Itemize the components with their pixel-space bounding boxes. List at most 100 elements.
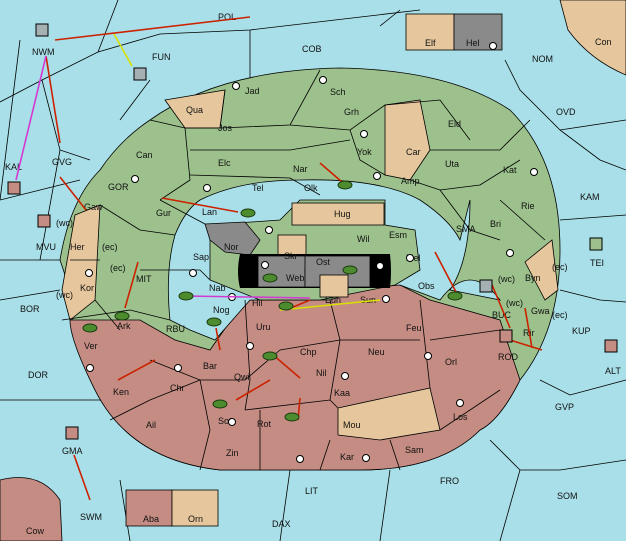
- label-nor: Nor: [224, 242, 239, 252]
- label-gwa-wc: (wc): [506, 298, 523, 308]
- army-nab[interactable]: [178, 291, 194, 301]
- label-kar: Kar: [340, 452, 354, 462]
- label-bar: Bar: [203, 361, 217, 371]
- label-alt: ALT: [605, 366, 621, 376]
- region-hug[interactable]: [291, 202, 385, 226]
- region-eun[interactable]: [319, 274, 349, 298]
- army-sot[interactable]: [212, 399, 228, 409]
- supply-center-grh: [360, 130, 368, 138]
- label-web: Web: [286, 273, 304, 283]
- label-eld: Eld: [448, 119, 461, 129]
- army-ver[interactable]: [82, 323, 98, 333]
- label-chr: Chr: [170, 383, 185, 393]
- label-gwa-ec: (ec): [552, 310, 568, 320]
- fleet-rod[interactable]: [499, 329, 513, 343]
- label-qua: Qua: [186, 105, 203, 115]
- army-chp[interactable]: [262, 351, 278, 361]
- supply-center-bri: [506, 249, 514, 257]
- fleet-mvu[interactable]: [37, 214, 51, 228]
- label-kor: Kor: [80, 283, 94, 293]
- label-kor-wc: (wc): [56, 290, 73, 300]
- supply-center-kor: [85, 269, 93, 277]
- label-ken: Ken: [113, 387, 129, 397]
- fleet-tei[interactable]: [589, 237, 603, 251]
- supply-center-hel: [489, 42, 497, 50]
- label-esm: Esm: [389, 230, 407, 240]
- label-kal: KAL: [5, 162, 22, 172]
- label-grh: Grh: [344, 107, 359, 117]
- label-los: Los: [453, 412, 468, 422]
- region-aba[interactable]: [125, 489, 173, 527]
- label-aba: Aba: [143, 514, 159, 524]
- label-pol: POL: [218, 12, 236, 22]
- label-bor: BOR: [20, 304, 40, 314]
- label-elc: Elc: [218, 158, 231, 168]
- label-her-ec: (ec): [102, 242, 118, 252]
- label-kaa: Kaa: [334, 388, 350, 398]
- fleet-buc[interactable]: [479, 279, 493, 293]
- supply-center-kat: [530, 168, 538, 176]
- label-sap: Sap: [193, 252, 209, 262]
- army-olk[interactable]: [337, 180, 353, 190]
- label-sot: Sot: [218, 416, 232, 426]
- convoy-orders: [15, 55, 311, 299]
- supply-center-chr: [174, 364, 182, 372]
- army-nog[interactable]: [206, 317, 222, 327]
- fleet-kal[interactable]: [7, 181, 21, 195]
- army-lan[interactable]: [240, 208, 256, 218]
- army-ost[interactable]: [342, 265, 358, 275]
- support-orders: [113, 33, 381, 311]
- supply-center-orl: [424, 352, 432, 360]
- label-uta: Uta: [445, 159, 459, 169]
- label-hil: Hil: [252, 298, 263, 308]
- region-byn[interactable]: [524, 239, 559, 301]
- label-chp: Chp: [300, 347, 317, 357]
- label-buc: BUC: [492, 310, 512, 320]
- label-gwa: Gwa: [531, 306, 550, 316]
- army-hil[interactable]: [278, 301, 294, 311]
- region-elf[interactable]: [405, 13, 455, 51]
- fleet-nwm[interactable]: [35, 23, 49, 37]
- label-con: Con: [595, 37, 612, 47]
- label-gaw: Gaw: [84, 202, 103, 212]
- units: [7, 23, 618, 440]
- region-mou[interactable]: [337, 387, 441, 441]
- supply-center-kar: [362, 454, 370, 462]
- label-lan: Lan: [202, 207, 217, 217]
- army-obs[interactable]: [447, 291, 463, 301]
- label-hug: Hug: [334, 209, 351, 219]
- supply-center-web: [261, 261, 269, 269]
- label-qwi: Qwi: [234, 372, 250, 382]
- label-rbu: RBU: [166, 324, 185, 334]
- army-web[interactable]: [262, 273, 278, 283]
- fleet-alt[interactable]: [604, 339, 618, 353]
- supply-center-los: [456, 399, 464, 407]
- label-ost: Ost: [316, 257, 331, 267]
- supply-center-can: [131, 175, 139, 183]
- label-feu: Feu: [406, 323, 422, 333]
- label-nar: Nar: [293, 164, 308, 174]
- label-amp: Amp: [401, 176, 420, 186]
- fleet-fun[interactable]: [133, 67, 147, 81]
- label-sch: Sch: [330, 87, 346, 97]
- region-cow[interactable]: [0, 477, 63, 541]
- label-sam: Sam: [405, 445, 424, 455]
- region-her[interactable]: [61, 204, 101, 321]
- label-orl: Orl: [445, 357, 457, 367]
- label-jad: Jad: [245, 86, 260, 96]
- region-car[interactable]: [384, 99, 431, 181]
- label-sma: SMA: [456, 224, 476, 234]
- fleet-gma[interactable]: [65, 426, 79, 440]
- label-kup: KUP: [572, 326, 591, 336]
- label-cow: Cow: [26, 526, 45, 536]
- army-ark[interactable]: [114, 311, 130, 321]
- label-obs: Obs: [418, 281, 435, 291]
- label-dax: DAX: [272, 519, 291, 529]
- label-neu: Neu: [368, 347, 385, 357]
- region-orn[interactable]: [171, 489, 219, 527]
- label-ail: Ail: [146, 420, 156, 430]
- army-rot[interactable]: [284, 412, 300, 422]
- label-fun: FUN: [152, 52, 171, 62]
- label-mvu: MVU: [36, 242, 56, 252]
